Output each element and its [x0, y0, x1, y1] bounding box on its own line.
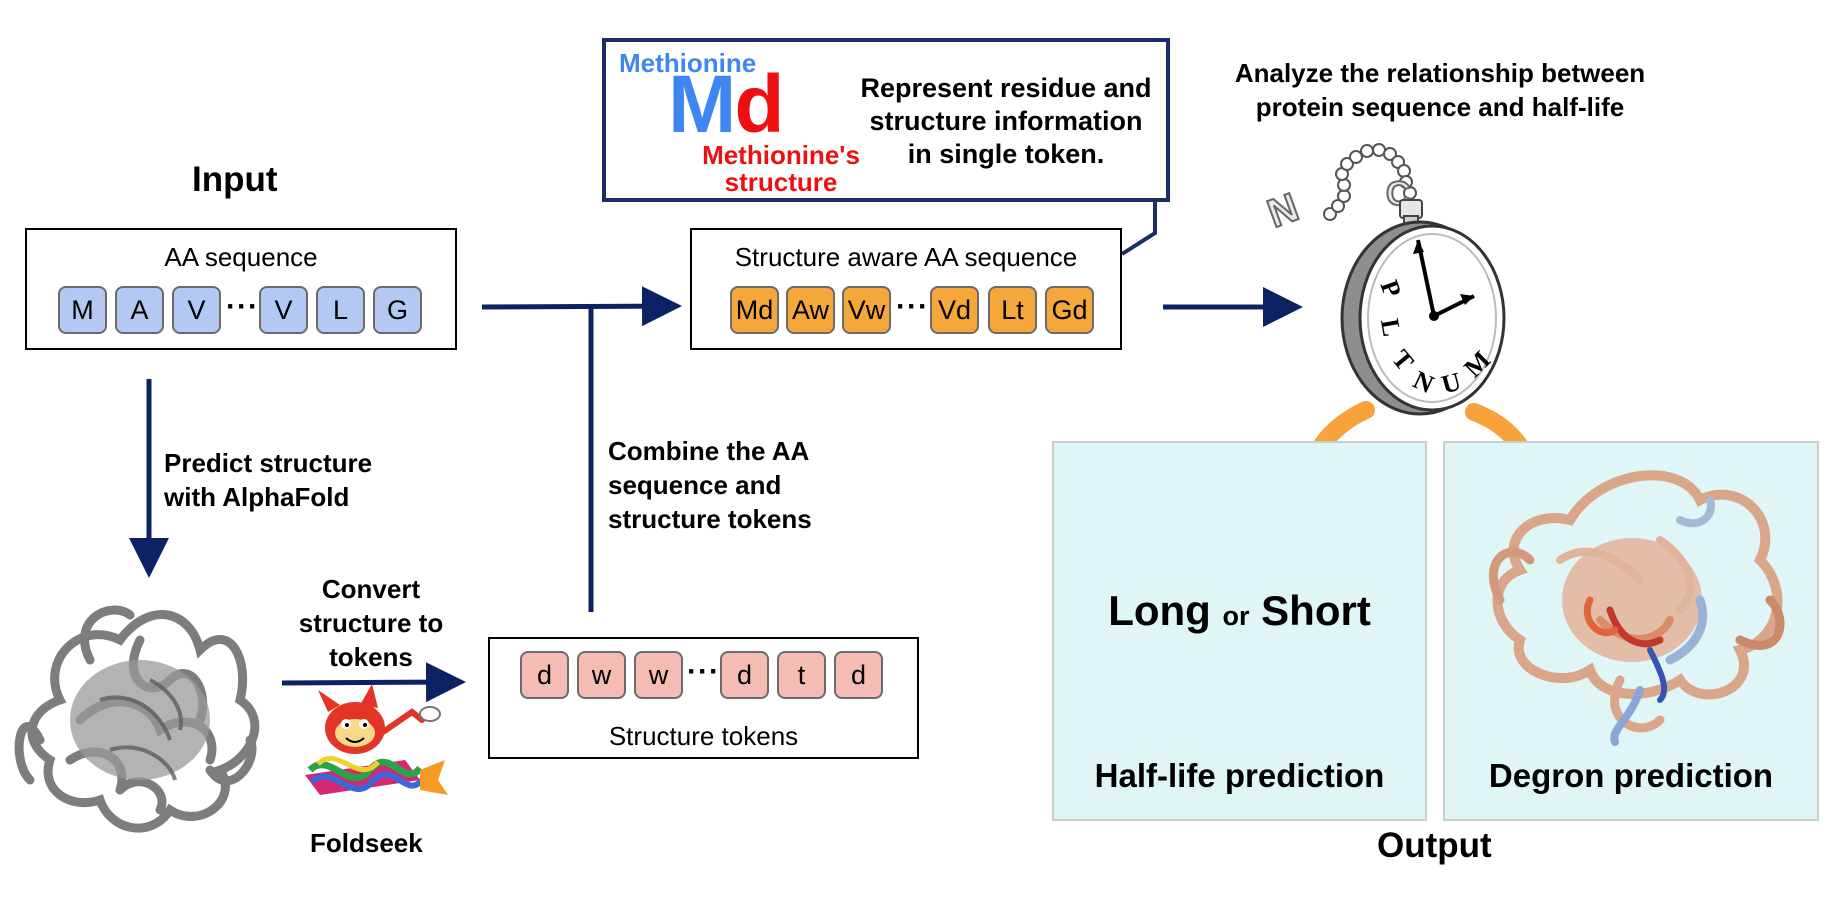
input-title: Input: [192, 160, 278, 199]
convert-structure-label: Convert structure to tokens: [298, 574, 444, 672]
analyze-relationship-label: Analyze the relationship between protein…: [1234, 58, 1646, 122]
aa-sequence-box: AA sequence M A V ··· V L G: [25, 228, 457, 350]
callout-tail: [1120, 200, 1157, 256]
structure-aware-token: Vw: [842, 286, 891, 334]
aa-token: V: [172, 286, 221, 334]
structure-token: d: [720, 651, 769, 699]
structure-aware-sequence-box: Structure aware AA sequence Md Aw Vw ···…: [690, 228, 1122, 350]
callout-structure-label: Methionine's structure: [702, 140, 860, 197]
aa-token: G: [373, 286, 422, 334]
structure-token: w: [634, 651, 683, 699]
structure-token: d: [834, 651, 883, 699]
structure-tokens-box: d w w ··· d t d Structure tokens: [488, 637, 919, 759]
structure-aware-token: Lt: [988, 286, 1037, 334]
structure-aware-token: Vd: [930, 286, 979, 334]
structure-aware-token: Gd: [1045, 286, 1094, 334]
structure-token: d: [520, 651, 569, 699]
aa-ellipsis: ···: [226, 290, 259, 323]
callout-token-big: Md: [668, 59, 784, 150]
aa-token: A: [115, 286, 164, 334]
long-or-short-text: Long or Short: [1108, 587, 1371, 634]
stopwatch-letter-l: L: [1375, 317, 1407, 339]
structure-aware-token: Md: [730, 286, 779, 334]
structure-ellipsis: ···: [687, 655, 720, 688]
callout-box: Methionine Md Methionine's structure Rep…: [602, 38, 1170, 202]
callout-description: Represent residue and structure informat…: [860, 73, 1152, 169]
output-title: Output: [1377, 826, 1492, 865]
aa-sequence-title: AA sequence: [164, 242, 318, 272]
halflife-prediction-panel: Long or Short Half-life prediction: [1052, 441, 1427, 821]
predict-structure-label: Predict structure with AlphaFold: [164, 448, 373, 512]
degron-prediction-label: Degron prediction: [1488, 757, 1774, 794]
structure-aware-title: Structure aware AA sequence: [734, 242, 1078, 272]
structure-tokens-title: Structure tokens: [608, 721, 799, 751]
aa-token: V: [259, 286, 308, 334]
chain-c-terminal-label: C: [1386, 175, 1411, 213]
callout-residue-label: Methionine: [619, 48, 757, 78]
aa-token: L: [316, 286, 365, 334]
arrow-to-structure-aware: [481, 286, 682, 327]
structure-aware-token: Aw: [786, 286, 835, 334]
foldseek-label: Foldseek: [310, 828, 423, 858]
structure-aware-ellipsis: ···: [896, 290, 929, 323]
structure-token: t: [777, 651, 826, 699]
arrow-convert-structure: [281, 662, 466, 703]
combine-label: Combine the AA sequence and structure to…: [608, 436, 812, 534]
halflife-prediction-label: Half-life prediction: [1094, 757, 1385, 794]
aa-token: M: [58, 286, 107, 334]
structure-token: w: [577, 651, 626, 699]
